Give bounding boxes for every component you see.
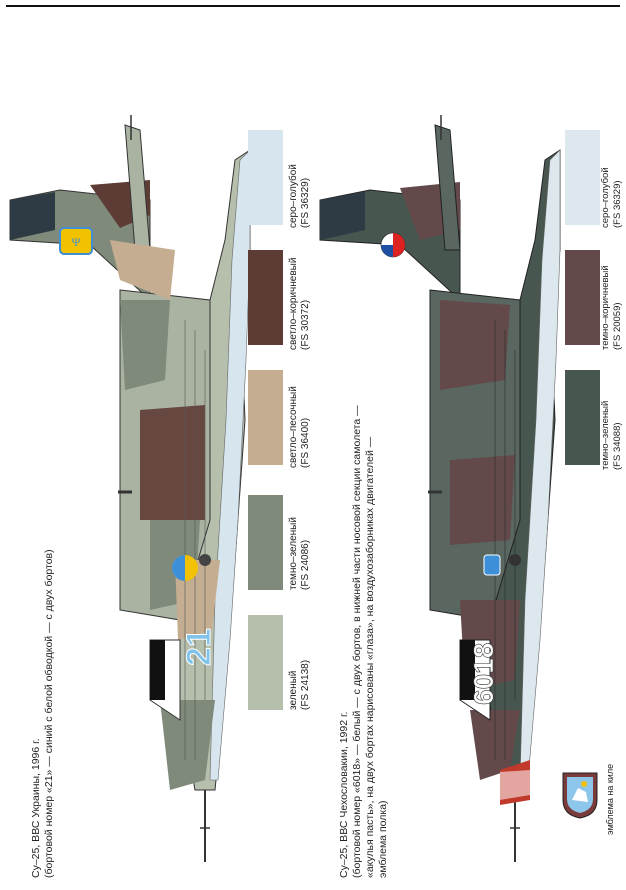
swatch2-dark-brown [565,250,600,345]
emblem-caption: эмблема на киле [605,763,615,835]
svg-text:Ψ: Ψ [72,235,81,249]
swatch-light-brown [248,250,283,345]
swatch-light-sand [248,370,283,465]
swatch2-label-dark-green: темно–зеленый (FS 34088) [600,400,623,470]
caption-cz-line1: Су–25, ВВС Чехословакии, 1992 г. [338,711,350,878]
caption-czechoslovakia: Су–25, ВВС Чехословакии, 1992 г. (бортов… [338,405,390,878]
swatch2-label-blue-grey: серо–голубой (FS 36329) [600,167,623,228]
swatch2-dark-green [565,370,600,465]
caption-cz-line3: «акулья пасть», на двух бортах нарисован… [364,436,376,878]
swatch2-blue-grey [565,130,600,225]
swatch2-label-dark-brown: темно–коричневый (FS 20059) [600,265,623,350]
board-number-6018: 6018 [468,642,500,705]
regiment-emblem [562,772,598,819]
swatch-green [248,615,283,710]
caption-cz-line4: эмблема полка) [377,800,389,878]
top-rule [6,5,620,7]
swatch-blue-grey [248,130,283,225]
caption-cz-line2: (бортовой номер «6018» — белый — с двух … [351,405,363,878]
swatch-dark-green [248,495,283,590]
